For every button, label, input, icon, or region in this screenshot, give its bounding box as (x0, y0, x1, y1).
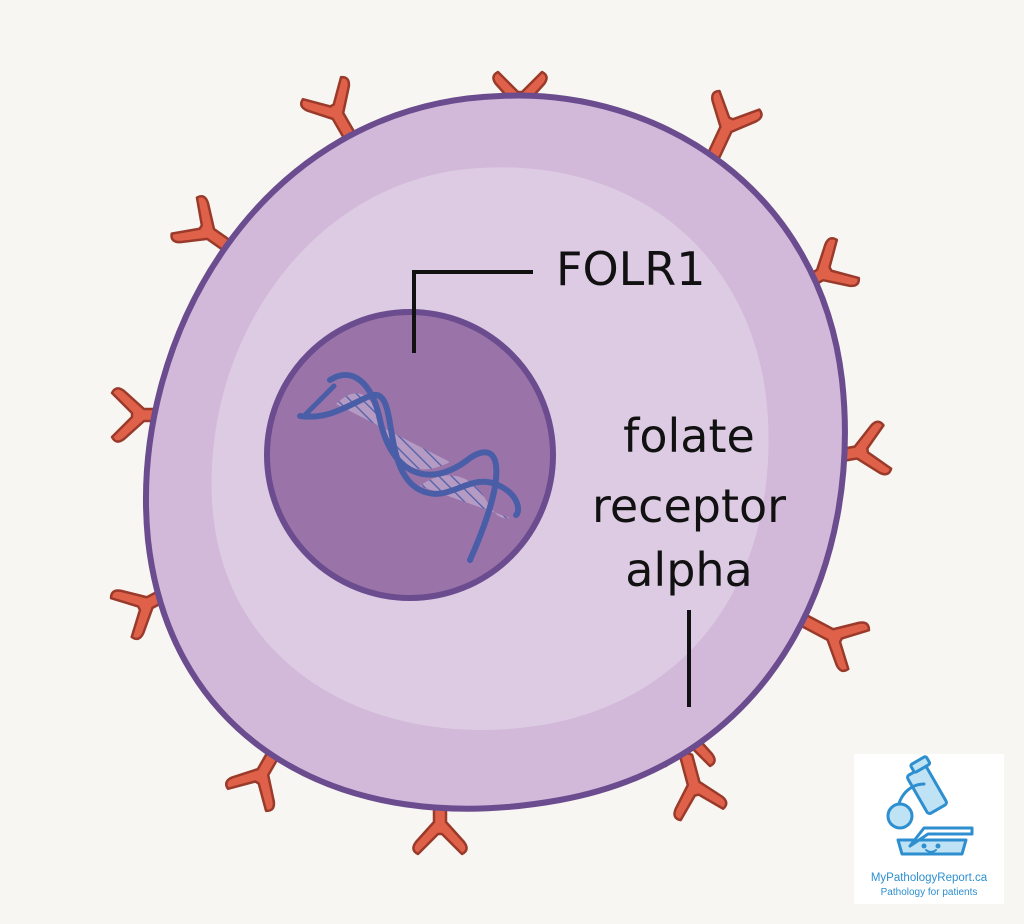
dna-helix-icon (297, 372, 521, 563)
microscope-icon (886, 755, 974, 856)
gene-leader-line (412, 270, 533, 353)
logo-tagline: Pathology for patients (880, 887, 978, 898)
gene-label: FOLR1 (556, 242, 706, 296)
receptor-label-line3: alpha (625, 543, 753, 597)
receptor-label-line1: folate (623, 409, 755, 463)
logo: MyPathologyReport.ca Pathology for patie… (854, 754, 1004, 904)
logo-name: MyPathologyReport.ca (870, 872, 988, 884)
receptor-label-line2: receptor (592, 479, 786, 533)
